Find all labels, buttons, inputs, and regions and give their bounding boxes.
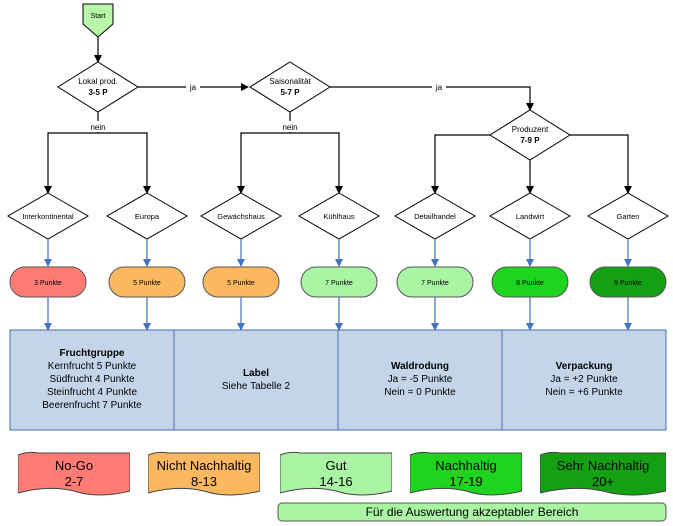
decision-lokal: Lokal prod. 3-5 P <box>57 61 139 113</box>
box-fruchtgruppe-line: Steinfrucht 4 Punkte <box>46 387 138 398</box>
box-waldrodung-line: Ja = -5 Punkte <box>387 374 453 385</box>
box-verpackung-title: Verpackung <box>555 361 613 372</box>
decision-garten-label: Garten <box>617 212 640 221</box>
legend-label: Nachhaltig <box>435 458 497 473</box>
points-row: 3 Punkte 5 Punkte 5 Punkte 7 Punkte 7 Pu… <box>9 266 667 298</box>
points-pill-label: 5 Punkte <box>227 280 255 287</box>
acceptable-range-bar: Für die Auswertung akzeptabler Bereich <box>277 502 667 522</box>
points-pill-label: 7 Punkte <box>325 280 353 287</box>
edge-produzent-detail <box>431 134 490 194</box>
decision-landwirt: Landwirt <box>488 192 572 240</box>
legend-range: 14-16 <box>319 474 353 489</box>
edge-label-nein: nein <box>282 123 297 132</box>
box-verpackung-line: Nein = +6 Punkte <box>545 387 623 398</box>
decision-garten: Garten <box>586 192 670 240</box>
decision-kuehlhaus: Kühlhaus <box>297 192 381 240</box>
points-pill-label: 3 Punkte <box>34 280 62 287</box>
decision-saison-points: 5-7 P <box>280 88 300 97</box>
decision-produzent-points: 7-9 P <box>520 136 540 145</box>
points-pill-label: 9 Punkte <box>614 280 642 287</box>
box-label: Label Siehe Tabelle 2 <box>174 367 338 393</box>
points-pill-landwirt: 8 Punkte <box>491 266 569 298</box>
acceptable-range-label: Für die Auswertung akzeptabler Bereich <box>366 505 579 519</box>
edge-produzent-garten <box>570 134 632 194</box>
points-pill-detailhandel: 7 Punkte <box>396 266 474 298</box>
edge-label-ja: ja <box>189 83 197 92</box>
edge-label-ja: ja <box>435 83 443 92</box>
blue-arrows-lower <box>44 297 632 331</box>
decision-interkontinental-label: Interkontinental <box>22 212 74 221</box>
points-pill-interkontinental: 3 Punkte <box>9 266 87 298</box>
edge-saison-kuehlhaus <box>290 132 343 194</box>
points-pill-label: 8 Punkte <box>516 280 544 287</box>
edge-lokal-europa <box>98 132 151 194</box>
edge-saison-produzent <box>330 86 534 111</box>
box-waldrodung-line: Nein = 0 Punkte <box>384 387 456 398</box>
box-fruchtgruppe-title: Fruchtgruppe <box>59 348 125 359</box>
decision-europa: Europa <box>105 192 189 240</box>
box-fruchtgruppe: Fruchtgruppe Kernfrucht 5 Punkte Südfruc… <box>10 347 174 412</box>
decision-interkontinental: Interkontinental <box>6 192 90 240</box>
decision-kuehlhaus-label: Kühlhaus <box>323 212 355 221</box>
legend-range: 2-7 <box>64 474 84 489</box>
legend-range: 8-13 <box>190 474 218 489</box>
decision-detailhandel-label: Detailhandel <box>414 212 456 221</box>
decision-saison: Saisonalität 5-7 P <box>249 61 331 113</box>
start-node: Start <box>82 3 114 38</box>
box-fruchtgruppe-line: Südfrucht 4 Punkte <box>49 374 135 385</box>
edge-label-nein: nein <box>90 123 105 132</box>
criteria-boxes <box>9 329 667 431</box>
box-verpackung-line: Ja = +2 Punkte <box>550 374 618 385</box>
decision-landwirt-label: Landwirt <box>516 212 545 221</box>
box-waldrodung-title: Waldrodung <box>391 361 449 372</box>
decision-lokal-points: 3-5 P <box>88 88 108 97</box>
decision-saison-title: Saisonalität <box>269 77 311 86</box>
points-pill-label: 7 Punkte <box>421 280 449 287</box>
legend-range: 17-19 <box>449 474 483 489</box>
legend-label: Gut <box>325 458 347 473</box>
start-label: Start <box>91 13 106 20</box>
decision-lokal-title: Lokal prod. <box>78 77 118 86</box>
decision-detailhandel: Detailhandel <box>393 192 477 240</box>
box-label-title: Label <box>242 368 270 379</box>
decision-gewaechshaus: Gewächshaus <box>199 192 283 240</box>
decision-produzent-title: Produzent <box>512 125 549 134</box>
box-fruchtgruppe-line: Kernfrucht 5 Punkte <box>47 361 137 372</box>
points-pill-gewaechshaus: 5 Punkte <box>202 266 280 298</box>
box-waldrodung: Waldrodung Ja = -5 Punkte Nein = 0 Punkt… <box>338 360 502 399</box>
box-label-line: Siehe Tabelle 2 <box>221 381 291 392</box>
legend-range: 20+ <box>591 474 615 489</box>
points-pill-kuehlhaus: 7 Punkte <box>300 266 378 298</box>
box-verpackung: Verpackung Ja = +2 Punkte Nein = +6 Punk… <box>502 360 666 399</box>
legend-label: No-Go <box>54 458 94 473</box>
blue-arrows-upper <box>44 239 632 267</box>
decision-gewaechshaus-label: Gewächshaus <box>217 212 265 221</box>
legend-label: Nicht Nachhaltig <box>156 458 252 473</box>
legend-label: Sehr Nachhaltig <box>556 458 650 473</box>
points-pill-europa: 5 Punkte <box>108 266 186 298</box>
box-fruchtgruppe-line: Beerenfrucht 7 Punkte <box>42 400 142 411</box>
decision-produzent: Produzent 7-9 P <box>489 109 571 161</box>
decision-europa-label: Europa <box>135 212 160 221</box>
points-pill-garten: 9 Punkte <box>589 266 667 298</box>
connectors <box>44 37 632 194</box>
points-pill-label: 5 Punkte <box>133 280 161 287</box>
